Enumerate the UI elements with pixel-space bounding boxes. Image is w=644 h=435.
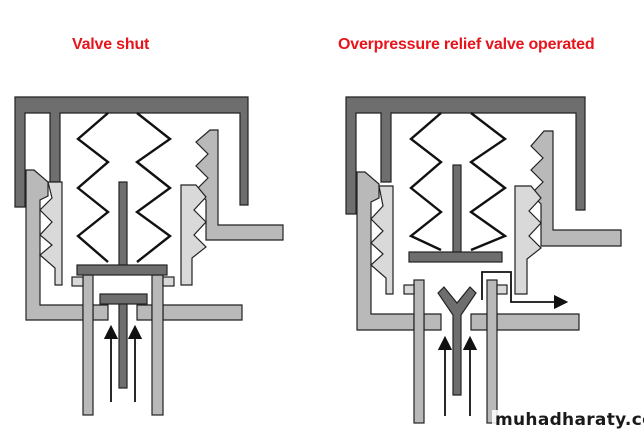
y-valve	[437, 286, 477, 396]
right-thread	[195, 129, 284, 241]
plate	[408, 251, 503, 263]
tube-left	[413, 279, 425, 424]
housing	[356, 171, 415, 331]
relief-flow-arrow	[481, 271, 569, 310]
title-valve-shut: Valve shut	[72, 36, 150, 53]
cap	[345, 96, 586, 215]
valve-disc	[99, 293, 148, 305]
bellows-left	[408, 112, 443, 252]
plate	[76, 264, 168, 276]
stem	[452, 164, 462, 253]
stem	[118, 181, 128, 266]
valve-stem	[118, 303, 128, 389]
diagram-valve-shut	[14, 96, 284, 416]
tube-left	[82, 274, 94, 416]
left-thread	[370, 185, 394, 295]
title-overpressure-relief: Overpressure relief valve operated	[338, 36, 595, 53]
left-thread	[39, 181, 63, 286]
tube-right	[151, 274, 164, 416]
bellows-right	[134, 112, 173, 263]
watermark: muhadharaty.com	[492, 410, 644, 430]
diagram-relief-operated	[345, 96, 622, 424]
tube-right	[486, 279, 498, 424]
bellows-left	[76, 112, 110, 263]
right-thread	[530, 130, 622, 247]
housing	[25, 169, 84, 321]
bellows-right	[468, 112, 508, 252]
